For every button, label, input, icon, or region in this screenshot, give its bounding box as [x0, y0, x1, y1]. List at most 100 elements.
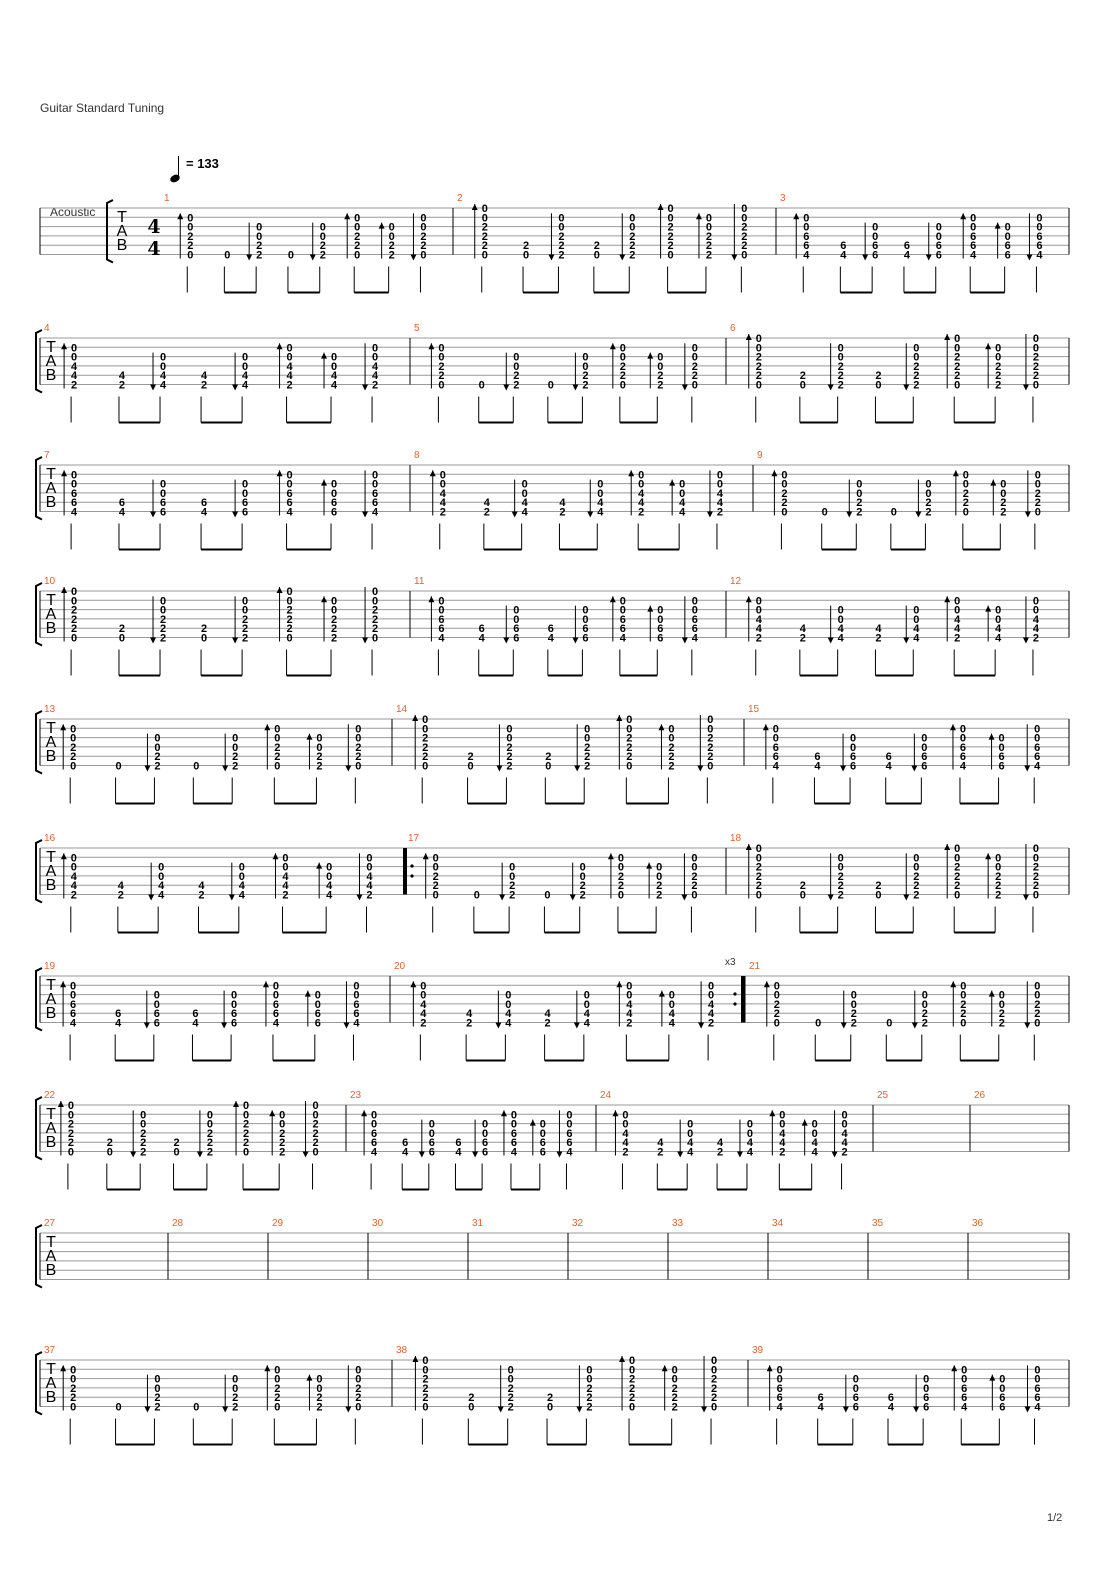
fret-number: 2	[954, 352, 960, 364]
fret-number: 2	[420, 1018, 426, 1030]
fret-number: 2	[286, 380, 292, 392]
fret-number: 2	[71, 380, 77, 392]
fret-number: 0	[913, 862, 919, 874]
strum-down-icon	[840, 1022, 847, 1029]
fret-number: 6	[154, 1008, 160, 1020]
fret-number: 0	[706, 212, 712, 224]
fret-number: 6	[286, 497, 292, 509]
fret-number: 0	[207, 1109, 213, 1121]
fret-number: 0	[355, 733, 361, 745]
fret-number: 4	[620, 633, 627, 645]
measure-number: 38	[396, 1345, 408, 1356]
fret-number: 2	[717, 507, 723, 519]
fret-number: 0	[668, 733, 674, 745]
fret-number: 6	[999, 1402, 1005, 1414]
fret-number: 0	[756, 852, 762, 864]
fret-number: 6	[872, 240, 878, 252]
strum-up-icon	[960, 213, 967, 220]
tab-label-letter: B	[46, 1262, 57, 1279]
fret-number: 6	[242, 497, 248, 509]
fret-number: 0	[232, 1374, 238, 1386]
fret-number: 6	[850, 751, 856, 763]
repeat-start-thick-bar	[403, 848, 407, 895]
strum-up-icon	[609, 596, 616, 603]
fret-number: 2	[440, 507, 446, 519]
repeat-dot	[410, 864, 414, 868]
fret-number: 2	[779, 1147, 785, 1159]
fret-number: 2	[320, 240, 326, 252]
fret-number: 2	[466, 1018, 472, 1030]
fret-number: 4	[717, 497, 724, 509]
strum-down-icon	[846, 511, 853, 518]
fret-number: 0	[668, 212, 674, 224]
fret-number: 2	[354, 231, 360, 243]
fret-number: 0	[422, 714, 428, 726]
fret-number: 4	[1036, 250, 1043, 262]
fret-number: 0	[856, 488, 862, 500]
fret-number: 0	[70, 1364, 76, 1376]
fret-number: 6	[1005, 250, 1011, 262]
measure-number: 19	[44, 961, 56, 972]
fret-number: 6	[353, 999, 359, 1011]
fret-number: 2	[508, 1392, 514, 1404]
fret-number: 0	[566, 1119, 572, 1131]
fret-number: 0	[372, 586, 378, 598]
fret-number: 4	[622, 1128, 629, 1140]
strum-down-icon	[556, 1151, 563, 1158]
fret-number: 0	[756, 333, 762, 345]
system-bracket	[35, 329, 43, 394]
fret-number: 2	[913, 380, 919, 392]
strum-up-icon	[989, 1374, 996, 1381]
fret-number: 6	[818, 1392, 824, 1404]
fret-number: 6	[372, 497, 378, 509]
fret-number: 0	[320, 231, 326, 243]
fret-number: 0	[954, 595, 960, 607]
fret-number: 0	[620, 342, 626, 354]
fret-number: 0	[279, 1119, 285, 1131]
fret-number: 0	[1034, 1374, 1040, 1386]
measure-number: 16	[44, 833, 56, 844]
fret-number: 4	[353, 1018, 360, 1030]
fret-number: 0	[438, 352, 444, 364]
strum-down-icon	[222, 1406, 229, 1413]
strum-down-icon	[130, 1151, 137, 1158]
fret-number: 2	[875, 633, 881, 645]
fret-number: 4	[505, 1018, 512, 1030]
fret-number: 0	[597, 488, 603, 500]
fret-number: 2	[422, 733, 428, 745]
fret-number: 2	[838, 871, 844, 883]
fret-number: 6	[371, 1128, 377, 1140]
tab-label-letter: B	[46, 620, 57, 637]
fret-number: 0	[756, 342, 762, 354]
measure-number: 2	[457, 193, 463, 204]
fret-number: 0	[638, 479, 644, 491]
fret-number: 0	[657, 352, 663, 364]
fret-number: 4	[842, 1137, 849, 1149]
repeat-count-label: x3	[725, 957, 736, 968]
fret-number: 0	[812, 1128, 818, 1140]
fret-number: 2	[70, 751, 76, 763]
fret-number: 2	[629, 240, 635, 252]
fret-number: 6	[773, 742, 779, 754]
fret-number: 2	[781, 497, 787, 509]
fret-number: 2	[672, 1392, 678, 1404]
fret-number: 6	[1005, 240, 1011, 252]
strum-up-icon	[616, 715, 623, 721]
fret-number: 0	[513, 614, 519, 626]
strum-down-icon	[221, 1022, 228, 1029]
fret-number: 0	[960, 1018, 966, 1030]
strum-down-icon	[232, 511, 239, 518]
fret-number: 0	[1035, 507, 1041, 519]
fret-number: 0	[691, 852, 697, 864]
fret-number: 0	[482, 1119, 488, 1131]
fret-number: 2	[672, 1402, 678, 1414]
fret-number: 4	[201, 507, 208, 519]
fret-number: 6	[904, 240, 910, 252]
fret-number: 4	[875, 623, 882, 635]
strum-up-icon	[762, 724, 769, 731]
fret-number: 2	[838, 890, 844, 902]
fret-number: 0	[597, 479, 603, 491]
fret-number: 0	[618, 852, 624, 864]
fret-number: 2	[545, 751, 551, 763]
fret-number: 0	[331, 479, 337, 491]
